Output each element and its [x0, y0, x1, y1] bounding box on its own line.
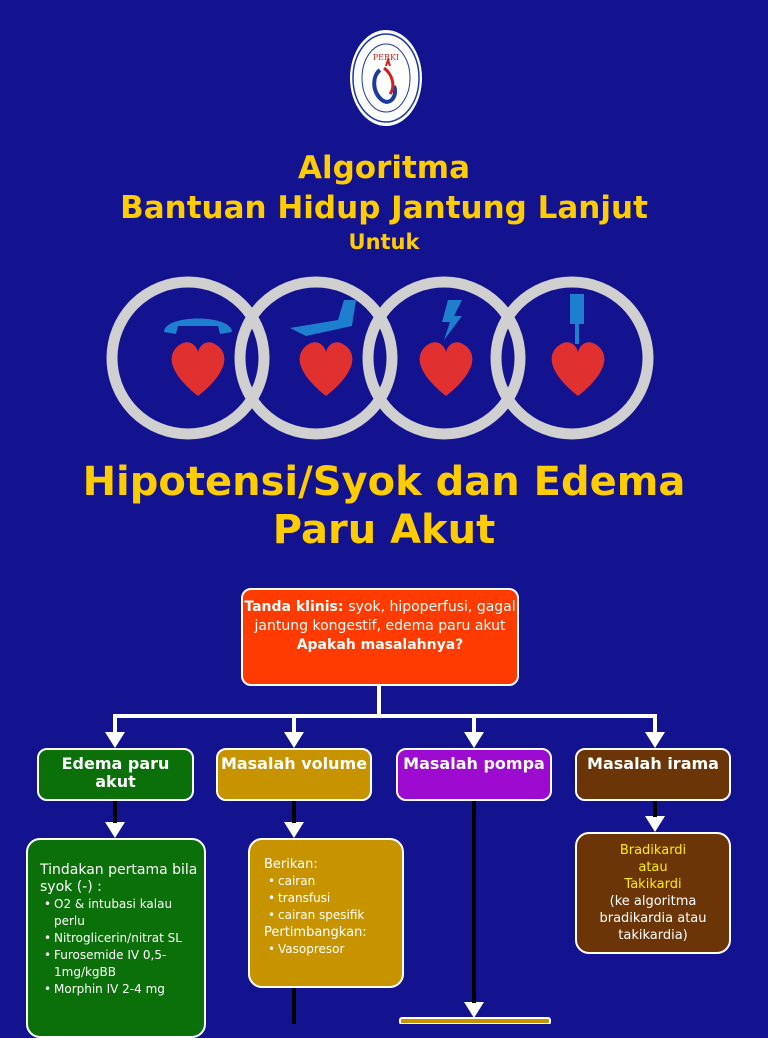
irama-takikardi: Takikardi — [624, 877, 682, 892]
connector-horizontal — [113, 714, 657, 718]
list-item: Vasopresor — [264, 941, 402, 958]
list-item: transfusi — [264, 890, 402, 907]
irama-atau: atau — [638, 860, 668, 875]
title-line-2: Bantuan Hidup Jantung Lanjut — [120, 190, 648, 226]
category-irama: Masalah irama — [575, 748, 731, 801]
edema-detail-box: Tindakan pertama bila syok (-) : O2 & in… — [26, 838, 206, 1038]
connector-main-down — [377, 686, 381, 718]
edema-detail-head: Tindakan pertama bila syok (-) : — [40, 862, 198, 895]
heart-icon — [551, 342, 605, 396]
clinical-signs-text: syok, hipoperfusi, gagal jantung kongest… — [254, 599, 516, 634]
heart-icon — [171, 342, 225, 396]
list-item: Morphin IV 2-4 mg — [40, 981, 204, 998]
arrow-volume-detail — [284, 822, 304, 838]
list-item: Furosemide IV 0,5-1mg/kgBB — [40, 947, 204, 981]
irama-note: (ke algoritma bradikardia atau takikardi… — [599, 894, 707, 943]
ring-4 — [490, 276, 654, 440]
connector-volume — [292, 714, 296, 738]
lightning-icon — [442, 300, 462, 340]
connector-irama — [653, 714, 657, 738]
category-pompa: Masalah pompa — [396, 748, 552, 801]
arrow-pompa — [464, 732, 484, 748]
ring-3 — [362, 276, 526, 440]
volume-detail-head-1: Berikan: — [264, 857, 318, 872]
clinical-signs-box: Tanda klinis: syok, hipoperfusi, gagal j… — [241, 588, 519, 686]
edema-detail-list: O2 & intubasi kalau perlu Nitroglicerin/… — [40, 896, 204, 998]
arrow-edema — [105, 732, 125, 748]
telephone-icon — [164, 318, 232, 334]
title-line-1: Algoritma — [297, 150, 471, 186]
arrow-pompa-down — [464, 1002, 484, 1018]
title-line-3: Untuk — [348, 230, 420, 254]
list-item: O2 & intubasi kalau perlu — [40, 896, 204, 930]
volume-detail-head-2: Pertimbangkan: — [264, 925, 367, 940]
category-volume: Masalah volume — [216, 748, 372, 801]
volume-detail-list-2: Vasopresor — [264, 941, 402, 958]
chain-of-survival-rings — [106, 276, 654, 440]
volume-detail-box: Berikan: cairan transfusi cairan spesifi… — [248, 838, 404, 988]
connector-pompa — [472, 714, 476, 738]
arrow-irama-detail — [645, 816, 665, 832]
line-edema-detail — [113, 801, 117, 823]
line-pompa-down — [472, 801, 476, 1003]
list-item: cairan spesifik — [264, 907, 402, 924]
clinical-signs-label: Tanda klinis: — [244, 599, 344, 615]
subtitle-line-1: Hipotensi/Syok dan Edema — [82, 459, 686, 505]
perki-logo: PERKI — [350, 30, 422, 126]
clinical-question: Apakah masalahnya? — [296, 637, 464, 653]
ring-1 — [106, 276, 270, 440]
iv-drip-icon — [570, 294, 584, 344]
arrow-irama — [645, 732, 665, 748]
irama-bradikardi: Bradikardi — [619, 843, 687, 858]
line-irama-detail — [653, 801, 657, 817]
list-item: Nitroglicerin/nitrat SL — [40, 930, 204, 947]
line-volume-detail — [292, 801, 296, 823]
volume-detail-list-1: cairan transfusi cairan spesifik — [264, 873, 402, 924]
bed-icon — [290, 300, 356, 336]
connector-edema — [113, 714, 117, 738]
heart-icon — [299, 342, 353, 396]
list-item: cairan — [264, 873, 402, 890]
arrow-volume — [284, 732, 304, 748]
heart-icon — [419, 342, 473, 396]
arrow-edema-detail — [105, 822, 125, 838]
svg-text:PERKI: PERKI — [373, 53, 399, 62]
subtitle-line-2: Paru Akut — [272, 507, 496, 553]
ring-2 — [234, 276, 398, 440]
line-volume-down — [292, 988, 296, 1024]
next-box-partial — [399, 1017, 551, 1024]
category-edema: Edema paru akut — [37, 748, 194, 801]
irama-detail-box: Bradikardi atau Takikardi (ke algoritma … — [575, 832, 731, 954]
